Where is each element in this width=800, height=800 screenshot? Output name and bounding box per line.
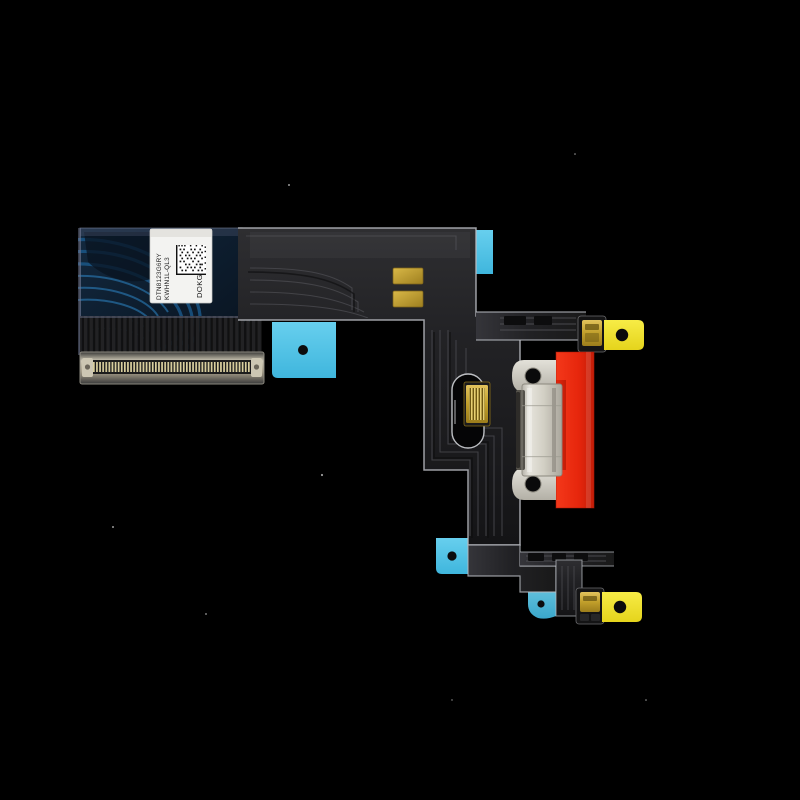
label-sticker: DOKGN DTN8123G6RY KWHN1L-QL3 [149,228,213,304]
gold-btb-socket [463,381,491,427]
cyan-tab-mid-left [272,322,336,378]
cyan-tab-lower-left [436,538,472,574]
lightning-connector [512,351,595,509]
lightning-connector-body [516,383,563,477]
label-line-3: KWHN1L-QL3 [164,257,171,300]
dust-specks [112,153,647,701]
yellow-tab-upper-right [604,320,644,350]
data-matrix-code [176,245,206,275]
gold-contact-pads [392,267,424,308]
label-line-1: DOKGN [195,268,204,298]
lower-button-flex-arm [467,544,614,617]
label-line-2: DTN8123G6RY [156,253,163,300]
flex-cable-assembly: DOKGN DTN8123G6RY KWHN1L-QL3 [78,227,644,625]
microphone-module-upper [577,315,607,353]
microphone-module-lower [575,587,605,625]
upper-right-arm [476,311,586,341]
cyan-tab-bottom-center [528,592,556,619]
board-to-board-ribbon-connector [79,351,265,385]
yellow-tab-lower-right [602,592,642,622]
